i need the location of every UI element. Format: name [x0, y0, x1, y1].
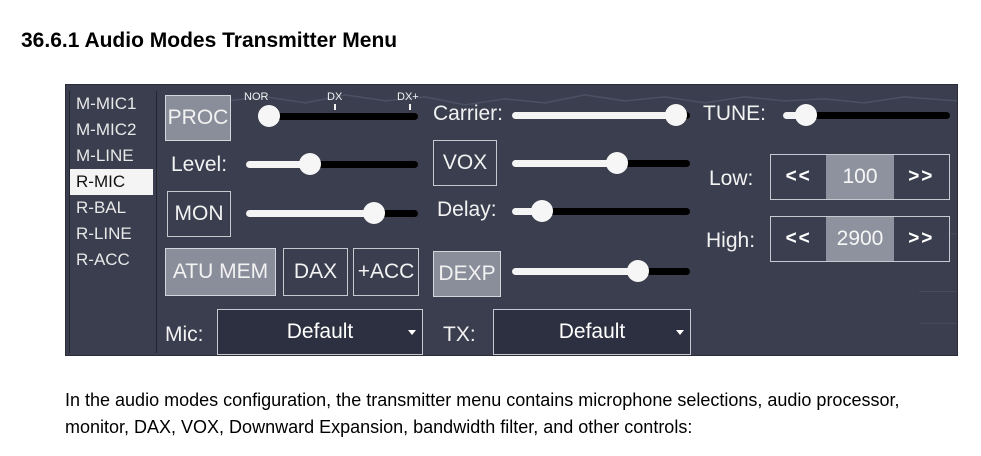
proc-button[interactable]: PROC: [165, 95, 231, 141]
mode-item-m-line[interactable]: M-LINE: [76, 146, 134, 165]
delay-slider-fill: [512, 208, 542, 215]
proc-slider-track: [258, 113, 418, 120]
mode-item-r-acc[interactable]: R-ACC: [76, 250, 130, 269]
transmitter-menu-screenshot: M-MIC1 M-MIC2 M-LINE R-MIC R-BAL R-LINE …: [65, 84, 958, 356]
level-slider[interactable]: [246, 153, 418, 175]
high-label: High:: [706, 229, 756, 252]
proc-slider-thumb[interactable]: [258, 105, 280, 127]
atu-mem-button[interactable]: ATU MEM: [165, 248, 276, 296]
high-value[interactable]: 2900: [826, 217, 894, 261]
vox-slider-fill: [512, 160, 617, 167]
chevron-down-icon: [408, 330, 416, 335]
level-slider-thumb[interactable]: [298, 153, 321, 175]
mic-label: Mic:: [165, 323, 204, 346]
carrier-label: Carrier:: [433, 102, 504, 125]
carrier-slider-fill: [512, 112, 676, 119]
proc-slider[interactable]: [258, 105, 418, 127]
low-stepper: << 100 >>: [770, 154, 950, 200]
proc-tick-dx: [334, 104, 336, 110]
mode-item-m-mic2[interactable]: M-MIC2: [76, 120, 137, 139]
tune-slider[interactable]: [783, 104, 950, 126]
level-slider-fill: [246, 161, 310, 168]
mon-slider[interactable]: [246, 202, 418, 224]
tune-slider-track: [783, 112, 950, 119]
mon-slider-fill: [246, 210, 374, 217]
mic-dropdown[interactable]: Default: [217, 309, 423, 355]
description-paragraph: In the audio modes configuration, the tr…: [65, 390, 900, 437]
section-heading: 36.6.1 Audio Modes Transmitter Menu: [21, 29, 398, 52]
tx-dropdown-value: Default: [558, 320, 626, 343]
proc-tick-dx-plus: [409, 104, 411, 110]
dexp-slider-thumb[interactable]: [627, 260, 650, 282]
low-value[interactable]: 100: [826, 155, 894, 199]
mon-slider-thumb[interactable]: [363, 202, 385, 224]
high-decrease-button[interactable]: <<: [771, 217, 827, 261]
low-increase-button[interactable]: >>: [893, 155, 949, 199]
proc-scale-dx: DX: [327, 91, 343, 103]
mic-dropdown-value: Default: [286, 320, 354, 343]
delay-slider[interactable]: [512, 200, 690, 222]
level-slider-track: [246, 161, 418, 168]
carrier-slider[interactable]: [512, 104, 690, 126]
chevron-down-icon: [676, 330, 684, 335]
mode-item-r-mic[interactable]: R-MIC: [70, 169, 153, 195]
high-increase-button[interactable]: >>: [893, 217, 949, 261]
mon-button[interactable]: MON: [167, 191, 231, 237]
acc-button[interactable]: +ACC: [353, 248, 419, 296]
vox-slider-thumb[interactable]: [605, 152, 628, 174]
delay-slider-thumb[interactable]: [530, 200, 553, 222]
tx-dropdown[interactable]: Default: [493, 309, 691, 355]
tune-slider-fill: [783, 112, 806, 119]
low-label: Low:: [709, 167, 754, 190]
high-stepper: << 2900 >>: [770, 216, 950, 262]
dexp-button[interactable]: DEXP: [433, 251, 501, 297]
tune-slider-thumb[interactable]: [794, 104, 817, 126]
delay-slider-track: [512, 208, 690, 215]
mode-item-r-line[interactable]: R-LINE: [76, 224, 132, 243]
tx-label: TX:: [443, 323, 476, 346]
delay-label: Delay:: [437, 198, 497, 221]
tune-label: TUNE:: [703, 102, 766, 125]
vox-button[interactable]: VOX: [433, 140, 497, 186]
low-decrease-button[interactable]: <<: [771, 155, 827, 199]
dax-button[interactable]: DAX: [283, 248, 348, 296]
carrier-slider-thumb[interactable]: [664, 104, 687, 126]
mode-item-r-bal[interactable]: R-BAL: [76, 198, 127, 217]
dexp-slider[interactable]: [512, 260, 690, 282]
vox-slider[interactable]: [512, 152, 690, 174]
dexp-slider-fill: [512, 268, 639, 275]
mode-item-m-mic1[interactable]: M-MIC1: [76, 94, 137, 113]
level-label: Level:: [171, 153, 228, 176]
mode-list: M-MIC1 M-MIC2 M-LINE R-MIC R-BAL R-LINE …: [69, 91, 157, 353]
proc-scale-nor: NOR: [244, 91, 269, 103]
proc-scale-dx-plus: DX+: [397, 91, 419, 103]
